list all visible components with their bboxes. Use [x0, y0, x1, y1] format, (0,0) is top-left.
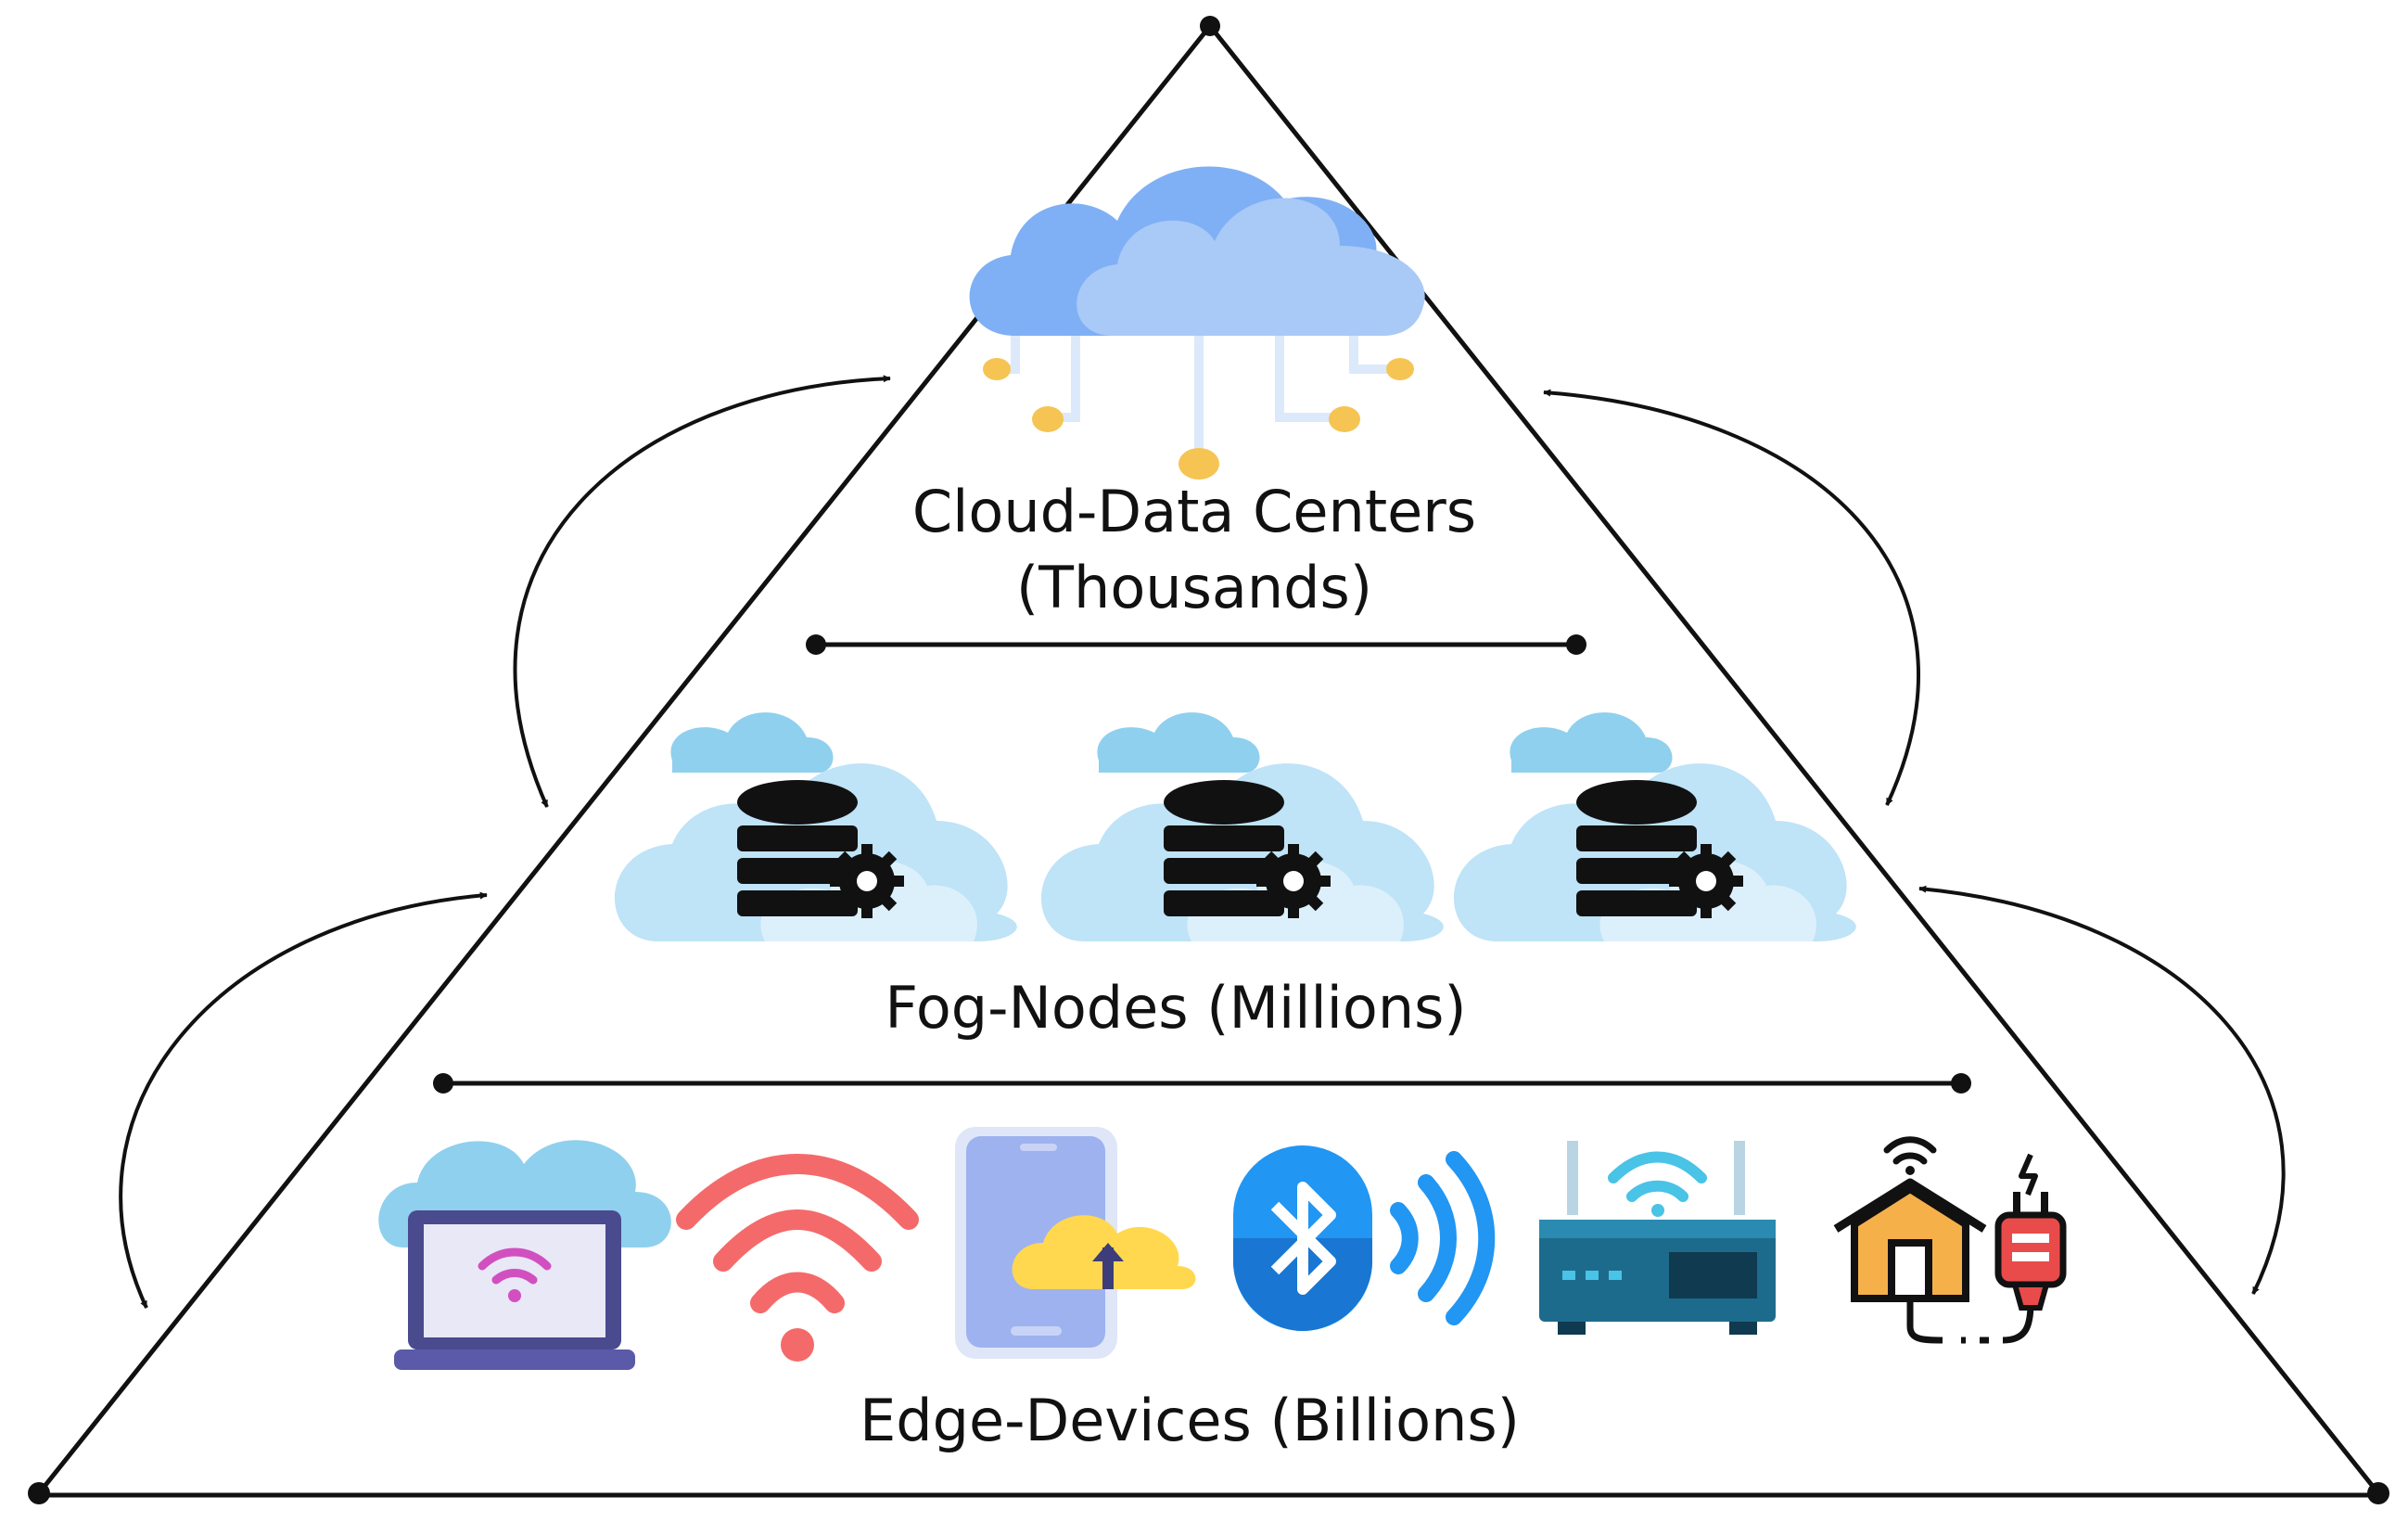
- smartphone-cloud-upload-icon: [955, 1127, 1196, 1359]
- router-icon: [1539, 1141, 1776, 1335]
- arrow-right-lower: [1918, 885, 2286, 1295]
- wifi-signal-icon: [676, 1154, 919, 1362]
- cloud-network-icon: [969, 166, 1425, 480]
- base-right-dot: [2367, 1482, 2389, 1504]
- fog-tier-label: Fog-Nodes (Millions): [885, 974, 1466, 1042]
- divider-cloud-fog: [806, 634, 1586, 655]
- cloud-tier-label-line1: Cloud-Data Centers: [912, 478, 1476, 545]
- interaction-arrows: [119, 375, 2286, 1309]
- fog-database-icon: [1453, 712, 1856, 941]
- pyramid-right-edge: [1208, 24, 2380, 1495]
- apex-dot: [1200, 16, 1220, 36]
- base-left-dot: [28, 1482, 50, 1504]
- fog-database-icon: [1040, 712, 1444, 941]
- laptop-wifi-icon: [378, 1140, 671, 1370]
- edge-tier-label: Edge-Devices (Billions): [860, 1387, 1520, 1454]
- fog-database-icon: [614, 712, 1017, 941]
- cloud-tier-label-line2: (Thousands): [1016, 554, 1372, 621]
- arrow-left-lower: [119, 891, 488, 1309]
- bluetooth-icon: [1233, 1145, 1496, 1331]
- arrow-right-upper: [1543, 389, 1920, 806]
- divider-fog-edge: [433, 1073, 1971, 1094]
- arrow-left-upper: [513, 375, 891, 808]
- smart-home-plug-icon: [1833, 1136, 2067, 1344]
